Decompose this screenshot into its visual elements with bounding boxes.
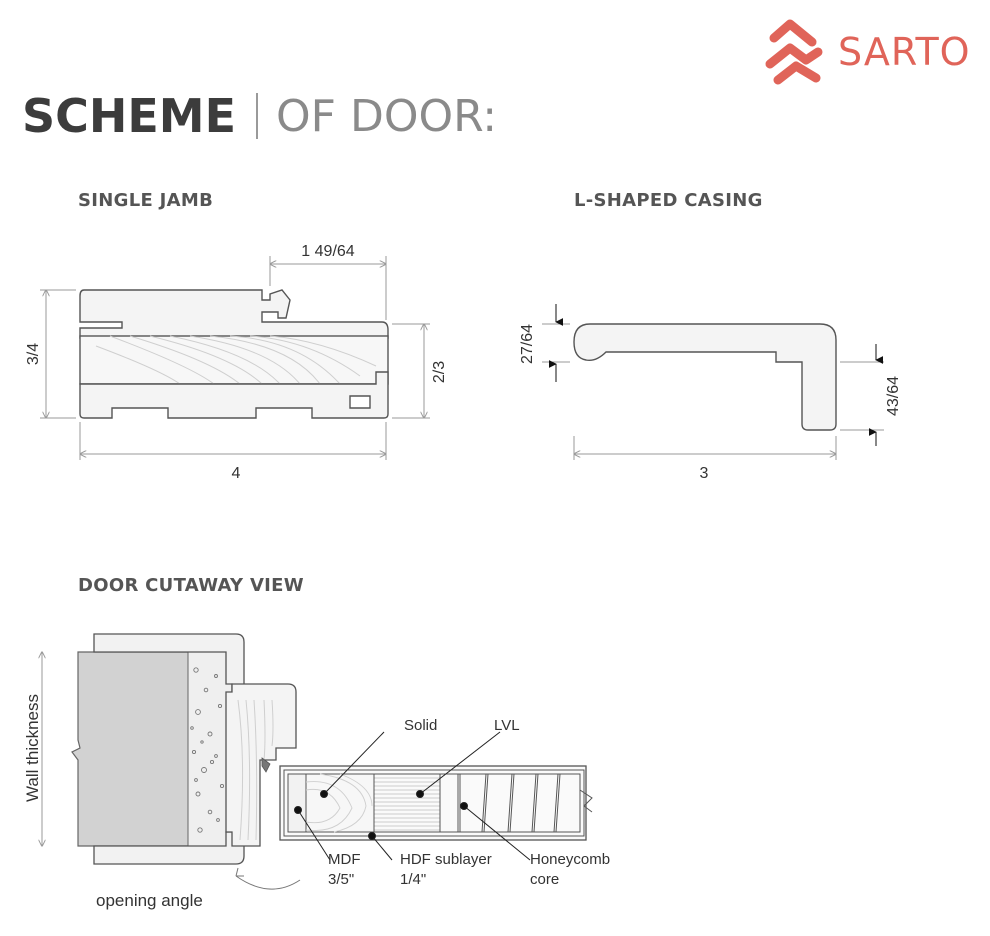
single-jamb-drawing (40, 256, 430, 460)
title-bold: SCHEME (22, 89, 237, 143)
l-casing-drawing (542, 304, 884, 460)
brand-name: SARTO (838, 30, 971, 74)
casing-dim-bottom: 3 (700, 465, 709, 482)
label-honeycomb-core: core (530, 871, 559, 888)
label-lvl: LVL (494, 717, 520, 734)
sarto-logo-icon (765, 19, 823, 85)
title-light: OF DOOR: (276, 90, 498, 142)
jamb-dim-bottom: 4 (232, 465, 241, 482)
single-jamb-heading: SINGLE JAMB (78, 190, 214, 211)
cutaway-drawing (42, 633, 593, 890)
brand-logo: SARTO (760, 16, 980, 86)
casing-dim-left: 27/64 (519, 324, 536, 364)
casing-dim-right: 43/64 (885, 376, 902, 416)
label-mdf-size: 3/5" (328, 871, 354, 888)
jamb-dim-top: 1 49/64 (301, 243, 354, 260)
label-hdf: HDF sublayer (400, 851, 492, 868)
title-separator (256, 93, 259, 139)
cutaway-heading: DOOR CUTAWAY VIEW (78, 575, 304, 596)
jamb-dim-left: 3/4 (25, 343, 42, 365)
page-title: SCHEME OF DOOR: (22, 86, 497, 146)
jamb-dim-right: 2/3 (431, 361, 448, 383)
label-mdf: MDF (328, 851, 361, 868)
label-honeycomb: Honeycomb (530, 851, 610, 868)
label-solid: Solid (404, 717, 437, 734)
label-opening-angle: opening angle (96, 891, 203, 910)
label-wall-thickness: Wall thickness (23, 694, 42, 802)
l-casing-heading: L-SHAPED CASING (574, 190, 763, 211)
label-hdf-size: 1/4" (400, 871, 426, 888)
